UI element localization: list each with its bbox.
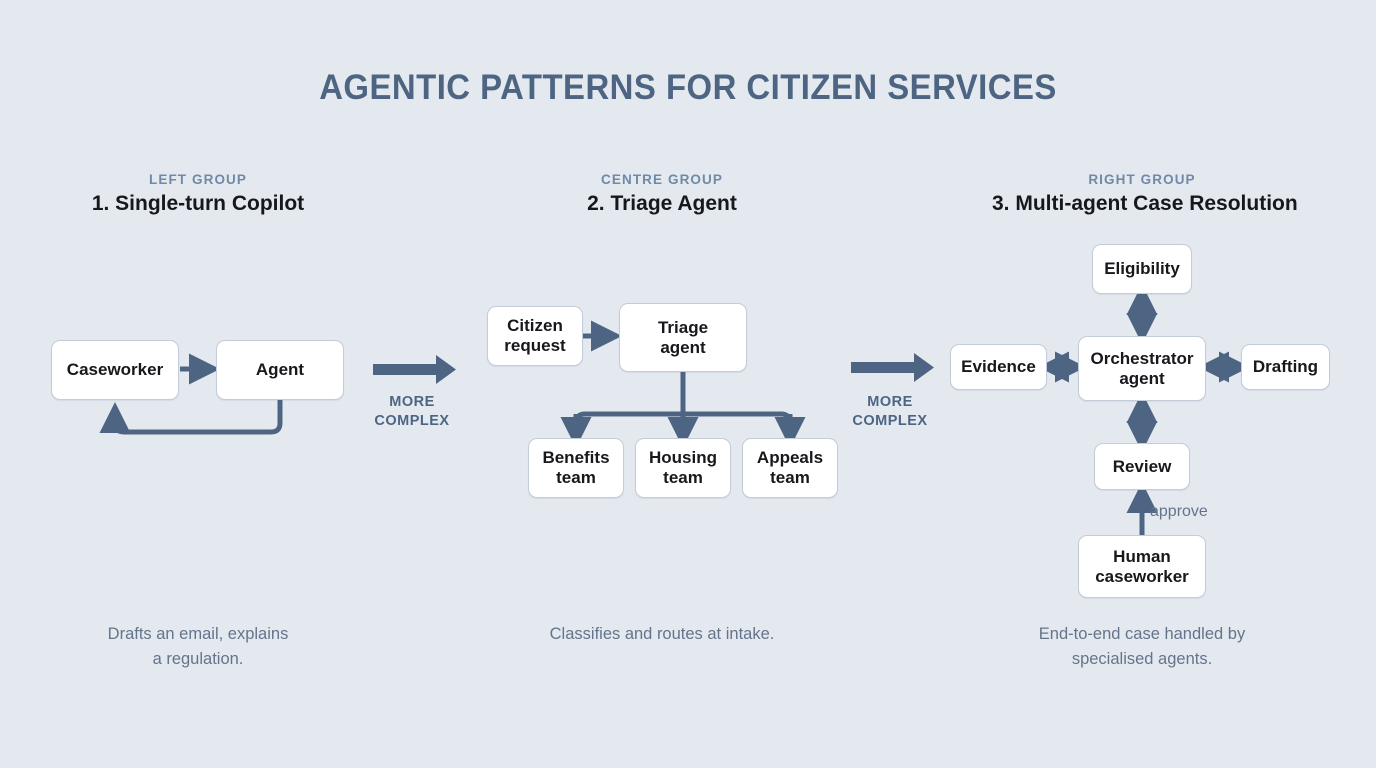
node-citizen-request[interactable]: Citizen request bbox=[487, 306, 583, 366]
transition-1-line2: COMPLEX bbox=[374, 413, 450, 429]
transition-label-1: MORE COMPLEX bbox=[352, 393, 472, 431]
caption-centre-line1: Classifies and routes at intake. bbox=[549, 625, 775, 643]
transition-2-line1: MORE bbox=[867, 394, 913, 410]
group-kicker-left: LEFT GROUP bbox=[149, 172, 247, 187]
caption-left-line1: Drafts an email, explains bbox=[107, 625, 289, 643]
edge-label-approve: approve bbox=[1150, 503, 1208, 520]
caption-right-line1: End-to-end case handled by bbox=[1038, 625, 1246, 643]
group-header-centre: CENTRE GROUP 2. Triage Agent bbox=[512, 172, 812, 216]
caption-right: End-to-end case handled by specialised a… bbox=[992, 622, 1292, 672]
node-caseworker-label: Caseworker bbox=[66, 360, 164, 379]
node-review[interactable]: Review bbox=[1094, 443, 1190, 490]
node-drafting-label: Drafting bbox=[1252, 357, 1319, 376]
node-housing-team-line1: Housing bbox=[649, 448, 717, 467]
node-eligibility-label: Eligibility bbox=[1104, 259, 1180, 278]
node-triage-agent[interactable]: Triage agent bbox=[619, 303, 747, 372]
transition-1-line1: MORE bbox=[389, 394, 435, 410]
node-triage-agent-line2: agent bbox=[660, 337, 706, 357]
group-kicker-centre: CENTRE GROUP bbox=[601, 172, 723, 187]
node-benefits-team[interactable]: Benefits team bbox=[528, 438, 624, 498]
node-evidence[interactable]: Evidence bbox=[950, 344, 1047, 390]
node-drafting[interactable]: Drafting bbox=[1241, 344, 1330, 390]
caption-centre: Classifies and routes at intake. bbox=[512, 622, 812, 647]
caption-left-line2: a regulation. bbox=[152, 650, 244, 668]
node-orchestrator-line1: Orchestrator bbox=[1090, 348, 1194, 368]
caption-left: Drafts an email, explains a regulation. bbox=[48, 622, 348, 672]
node-human-caseworker-line1: Human bbox=[1113, 546, 1171, 566]
node-appeals-team-line2: team bbox=[770, 468, 810, 487]
node-triage-agent-line1: Triage bbox=[657, 317, 709, 337]
transition-arrow-2 bbox=[851, 353, 934, 382]
node-appeals-team-line1: Appeals bbox=[756, 448, 824, 467]
group-kicker-right: RIGHT GROUP bbox=[1088, 172, 1196, 187]
node-citizen-request-line2: request bbox=[504, 336, 566, 355]
node-caseworker[interactable]: Caseworker bbox=[51, 340, 179, 400]
node-review-label: Review bbox=[1112, 456, 1172, 476]
group-title-centre: 2. Triage Agent bbox=[587, 192, 737, 215]
node-orchestrator-line2: agent bbox=[1119, 368, 1165, 388]
page-title: AGENTIC PATTERNS FOR CITIZEN SERVICES bbox=[319, 68, 1057, 107]
node-housing-team-line2: team bbox=[663, 468, 703, 487]
node-orchestrator-agent[interactable]: Orchestrator agent bbox=[1078, 336, 1206, 401]
node-benefits-team-line1: Benefits bbox=[542, 448, 610, 467]
node-agent[interactable]: Agent bbox=[216, 340, 344, 400]
node-housing-team[interactable]: Housing team bbox=[635, 438, 731, 498]
group-title-left: 1. Single-turn Copilot bbox=[91, 192, 305, 215]
node-appeals-team[interactable]: Appeals team bbox=[742, 438, 838, 498]
node-benefits-team-line2: team bbox=[556, 468, 596, 487]
group-header-left: LEFT GROUP 1. Single-turn Copilot bbox=[48, 172, 348, 216]
node-citizen-request-line1: Citizen bbox=[507, 316, 563, 335]
node-eligibility[interactable]: Eligibility bbox=[1092, 244, 1192, 294]
edge-agent-feedback-to-caseworker bbox=[99, 400, 283, 435]
group-header-right: RIGHT GROUP 3. Multi-agent Case Resoluti… bbox=[992, 172, 1298, 216]
node-human-caseworker-line2: caseworker bbox=[1095, 566, 1189, 586]
caption-right-line2: specialised agents. bbox=[1071, 650, 1213, 668]
transition-label-2: MORE COMPLEX bbox=[830, 393, 950, 431]
node-agent-label: Agent bbox=[255, 360, 305, 379]
transition-2-line2: COMPLEX bbox=[852, 413, 928, 429]
group-title-right: 3. Multi-agent Case Resolution bbox=[992, 192, 1298, 215]
transition-arrow-1 bbox=[373, 355, 456, 384]
edge-triage-bus-rail bbox=[573, 411, 793, 437]
node-human-caseworker[interactable]: Human caseworker bbox=[1078, 535, 1206, 598]
node-evidence-label: Evidence bbox=[961, 357, 1036, 376]
